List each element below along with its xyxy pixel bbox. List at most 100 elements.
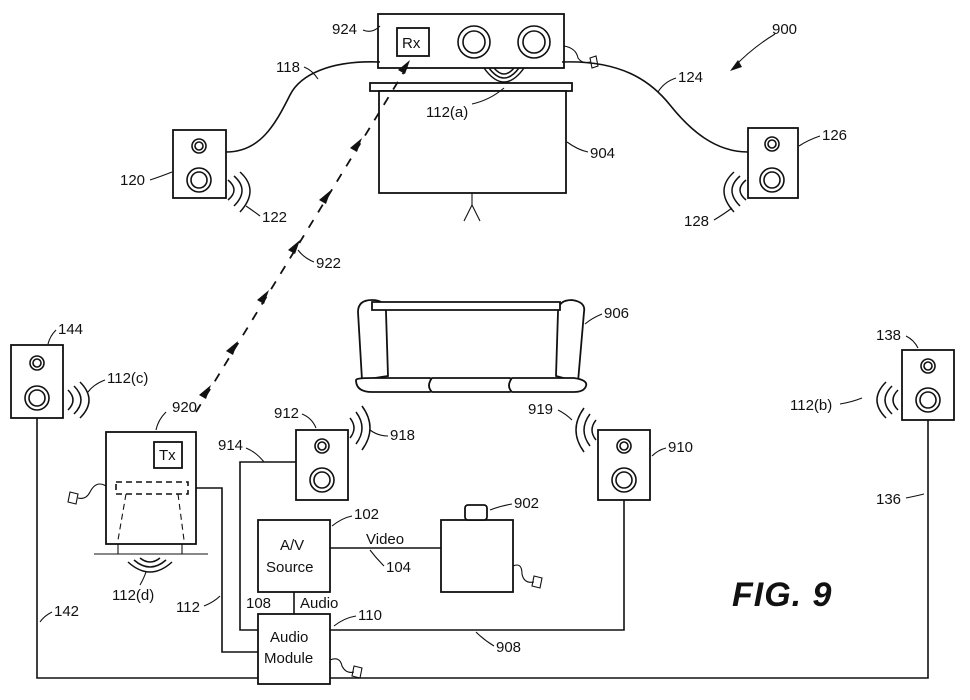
ref-922: 922 [316,255,341,272]
receiver-unit-924 [377,13,599,69]
waves-112b [876,381,899,419]
ref-138: 138 [876,327,901,344]
link-arrowhead-7 [199,385,211,399]
leader-118 [303,66,319,80]
display-device-902 [440,504,543,593]
leader-136 [905,493,925,499]
leader-142 [39,611,53,623]
leader-124 [657,77,677,93]
leader-112 [203,595,221,607]
ref-144: 144 [58,321,83,338]
ref-112b: 112(b) [790,397,832,414]
av-source-102 [257,519,331,593]
ref-908: 908 [496,639,521,656]
wire-908 [330,500,625,631]
ref-914: 914 [218,437,243,454]
speaker-912 [295,429,349,501]
ref-918: 918 [390,427,415,444]
ref-906: 906 [604,305,629,322]
wire-124 [561,61,749,153]
leader-904 [566,141,589,153]
ref-108: 108 [246,595,271,612]
leader-902 [489,503,513,511]
leader-110 [333,615,357,627]
video-label: Video [366,531,404,548]
ref-128: 128 [684,213,709,230]
leader-120 [149,171,173,181]
ref-112c: 112(c) [107,370,148,387]
ref-102: 102 [354,506,379,523]
ref-920: 920 [172,399,197,416]
arrow-900 [733,33,776,68]
leader-128 [713,207,733,221]
ref-902: 902 [514,495,539,512]
audio-label: Audio [300,595,338,612]
rx-label: Rx [402,35,421,52]
leader-112b [839,397,863,405]
ref-112a: 112(a) [426,104,468,121]
wire-112 [196,487,258,653]
leader-102 [331,515,353,527]
ref-112: 112 [176,599,200,616]
waves-918 [349,405,371,451]
leader-112d [139,571,147,586]
ref-118: 118 [276,59,300,76]
wire-914 [239,461,296,631]
ref-900: 900 [772,21,797,38]
ref-910: 910 [668,439,693,456]
audio-module-label-1: Audio [270,629,308,646]
ref-142: 142 [54,603,79,620]
link-arrowhead-3 [319,190,331,204]
waves-112c [67,381,90,419]
ref-122: 122 [262,209,287,226]
link-arrowhead-5 [257,290,269,304]
leader-920 [155,411,167,431]
ref-110: 110 [358,607,382,624]
link-arrowhead-2 [350,138,362,152]
tx-label: Tx [159,447,176,464]
leader-924 [362,25,381,32]
speaker-144 [10,344,64,419]
leader-126 [798,135,821,147]
leader-919 [557,409,573,421]
leader-912 [301,413,317,429]
leader-914 [245,447,265,463]
ref-120: 120 [120,172,145,189]
couch-906 [355,299,588,393]
ref-112d: 112(d) [112,587,154,604]
leader-910 [651,447,667,457]
wire-142 [36,418,258,679]
speaker-126 [747,127,799,199]
ref-104: 104 [386,559,411,576]
audio-module-110 [257,613,363,685]
ref-924: 924 [332,21,357,38]
speaker-910 [597,429,651,501]
wireless-link-922 [195,61,411,413]
waves-112d [127,557,173,573]
leader-112c [87,379,106,393]
leader-104 [369,549,385,567]
ref-124: 124 [678,69,703,86]
speaker-120 [172,129,227,199]
link-arrowhead-1 [398,60,410,74]
leader-122 [245,205,261,217]
leader-144 [47,329,57,345]
av-source-label-2: Source [266,559,314,576]
leader-138 [905,335,919,349]
waves-112a [483,67,525,83]
screen-904 [369,82,573,222]
waves-122 [227,171,251,213]
link-arrowhead-4 [288,240,300,254]
arrowhead-900 [730,60,742,71]
waves-128 [723,171,747,213]
audio-module-label-2: Module [264,650,313,667]
waves-919 [575,407,597,453]
ref-904: 904 [590,145,615,162]
ref-136: 136 [876,491,901,508]
leader-906 [584,313,603,325]
leader-112a [471,87,505,105]
leader-918 [369,429,389,437]
ref-126: 126 [822,127,847,144]
leader-922 [297,249,315,263]
